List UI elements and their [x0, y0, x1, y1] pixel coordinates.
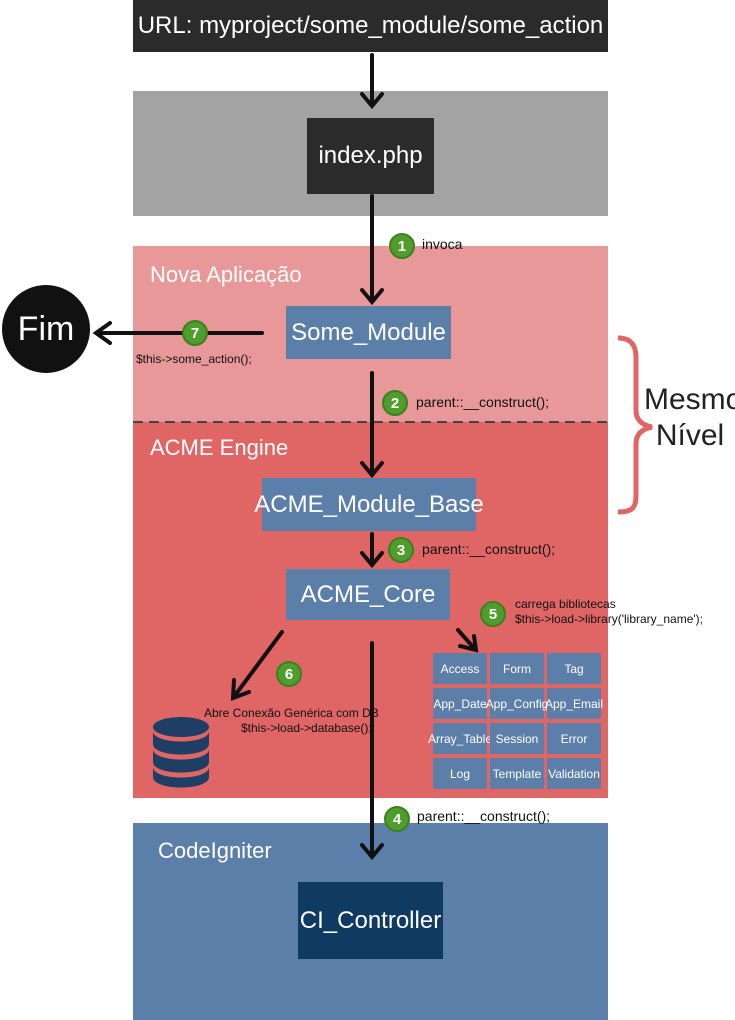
- step-7-label: $this->some_action();: [136, 352, 252, 366]
- step-badge-2: 2: [382, 390, 408, 416]
- library-cell: Log: [433, 758, 487, 789]
- url-text: URL: myproject/some_module/some_action: [137, 12, 604, 39]
- some-module-box: Some_Module: [286, 306, 451, 359]
- step-4-label: parent::__construct();: [417, 808, 551, 824]
- arrow-core-to-database: [234, 630, 284, 696]
- step-5-line2: $this->load->library('library_name');: [515, 612, 703, 626]
- fim-circle: Fim: [2, 285, 90, 373]
- library-cell: App_Date: [433, 688, 487, 719]
- arrow-to-libraries: [456, 628, 476, 650]
- library-cell: Error: [547, 723, 601, 754]
- step-1-label: invoca: [422, 236, 463, 252]
- arrowhead: [360, 461, 384, 479]
- mesmo-nivel-label: Mesmo Nível: [644, 382, 735, 454]
- index-php-box: index.php: [307, 118, 434, 194]
- brace-icon: [617, 335, 653, 515]
- arrowhead: [230, 678, 251, 701]
- library-cell: Access: [433, 653, 487, 684]
- library-cell: App_Email: [545, 688, 603, 719]
- step-2-label: parent::__construct();: [416, 394, 550, 410]
- library-cell: App_Config: [486, 688, 548, 719]
- arrowhead: [92, 321, 112, 345]
- arrowhead: [458, 634, 479, 653]
- acme-module-base-box: ACME_Module_Base: [254, 478, 484, 531]
- library-cell: Session: [490, 723, 544, 754]
- library-cell: Validation: [547, 758, 601, 789]
- acme-engine-title: ACME Engine: [150, 435, 289, 460]
- arrowhead: [360, 92, 384, 110]
- nova-aplicacao-title: Nova Aplicação: [150, 262, 302, 287]
- step-badge-7: 7: [182, 320, 208, 346]
- some-module-label: Some_Module: [291, 318, 446, 346]
- nivel-line: Nível: [655, 419, 725, 452]
- mesmo-line: Mesmo: [644, 383, 735, 416]
- url-bar: URL: myproject/some_module/some_action: [133, 0, 608, 52]
- codeigniter-title: CodeIgniter: [158, 838, 272, 863]
- step-badge-4: 4: [384, 806, 410, 832]
- arrowhead: [360, 551, 384, 569]
- arrowhead: [360, 288, 384, 306]
- library-cell: Form: [490, 653, 544, 684]
- index-php-label: index.php: [318, 142, 423, 169]
- library-cell: Tag: [547, 653, 601, 684]
- library-cell: Array_Table: [428, 723, 492, 754]
- step-badge-5: 5: [480, 601, 506, 627]
- library-cell: Template: [490, 758, 544, 789]
- step-6-line1: Abre Conexão Genérica com DB: [204, 706, 379, 720]
- arrowhead: [360, 843, 384, 861]
- step-6-line2: $this->load->database();: [241, 721, 372, 735]
- step-badge-6: 6: [276, 661, 302, 687]
- ci-controller-box: CI_Controller: [298, 882, 443, 959]
- step-5-line1: carrega bibliotecas: [515, 597, 616, 611]
- acme-core-label: ACME_Core: [300, 580, 436, 608]
- ci-controller-label: CI_Controller: [299, 906, 442, 934]
- step-badge-3: 3: [388, 537, 414, 563]
- fim-label: Fim: [17, 309, 75, 348]
- library-grid: Access Form Tag App_Date App_Config App_…: [428, 653, 603, 789]
- step-3-label: parent::__construct();: [422, 541, 556, 557]
- acme-module-base-label: ACME_Module_Base: [254, 490, 484, 518]
- step-badge-1: 1: [389, 233, 415, 259]
- acme-core-box: ACME_Core: [286, 569, 450, 620]
- database-icon: [153, 717, 209, 788]
